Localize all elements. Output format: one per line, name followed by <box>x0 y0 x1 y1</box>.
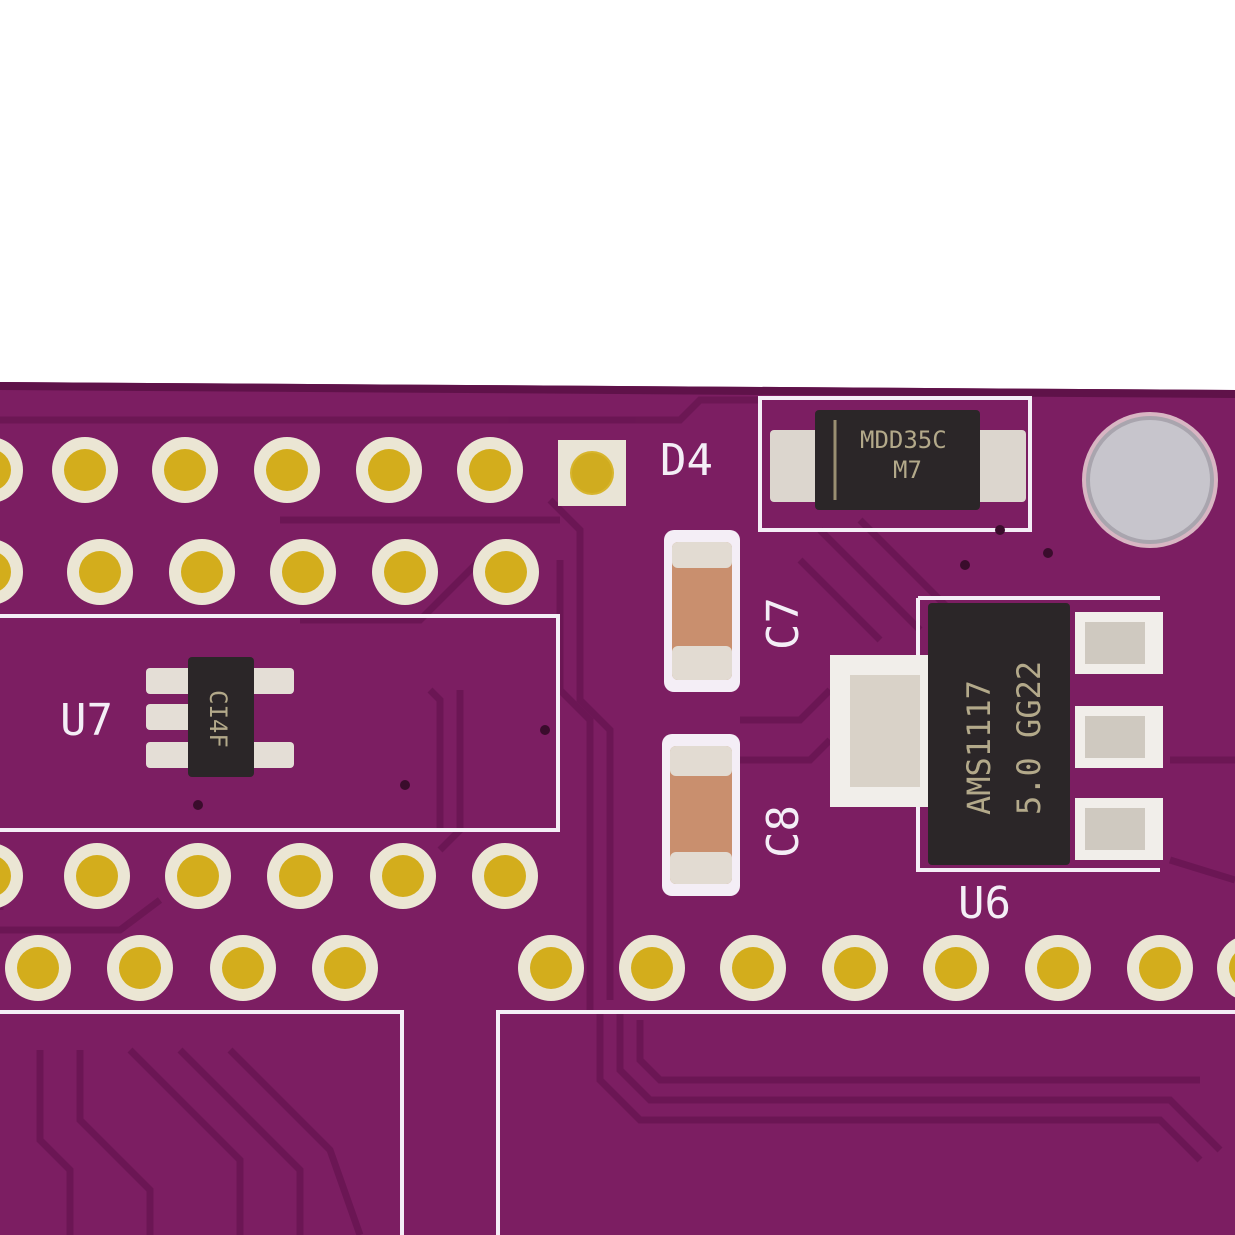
pad-hole <box>1037 947 1079 989</box>
square-pad <box>558 440 626 506</box>
pad-hole <box>485 551 527 593</box>
pad-hole <box>382 855 424 897</box>
d4-marking-line2: M7 <box>893 456 922 484</box>
pad-hole <box>1139 947 1181 989</box>
label-c7: C7 <box>758 597 809 650</box>
pad-hole <box>484 855 526 897</box>
mounting-hole <box>1082 412 1218 548</box>
pad-hole <box>530 947 572 989</box>
pad-hole <box>1229 953 1235 983</box>
copper-traces <box>0 396 1235 1235</box>
pad-hole <box>0 553 11 591</box>
ic-outline-bottom-left <box>0 1010 404 1235</box>
d4-outline <box>758 396 1032 532</box>
pad-hole <box>282 551 324 593</box>
board-edge-shadow <box>0 382 1235 398</box>
pad-hole <box>64 449 106 491</box>
pad-hole <box>76 855 118 897</box>
pad-hole <box>324 947 366 989</box>
capacitor-c8 <box>662 734 740 896</box>
pad-hole <box>0 451 11 489</box>
ic-outline-top <box>0 614 560 832</box>
capacitor-c7 <box>664 530 740 692</box>
pad-hole <box>181 551 223 593</box>
pad-hole <box>384 551 426 593</box>
pad-hole <box>266 449 308 491</box>
label-u7: U7 <box>60 695 113 746</box>
u6-marking-line1: AMS1117 <box>960 680 998 815</box>
u6-marking-line2: 5.0 GG22 <box>1010 661 1048 815</box>
regulator-u6: AMS1117 5.0 GG22 <box>830 603 1163 865</box>
pad-hole <box>935 947 977 989</box>
u7-marking: CI4F <box>204 690 232 748</box>
ic-u7: CI4F <box>146 657 294 777</box>
pad-hole <box>732 947 774 989</box>
ic-outline-bottom-right <box>496 1010 1235 1235</box>
pad-hole <box>164 449 206 491</box>
pad-hole <box>222 947 264 989</box>
pad-hole <box>834 947 876 989</box>
vias <box>193 525 1053 810</box>
header-pads <box>0 437 1235 1001</box>
pad-hole <box>79 551 121 593</box>
pad-hole <box>469 449 511 491</box>
pad-hole <box>368 449 410 491</box>
pad-ring <box>0 844 23 908</box>
label-d4: D4 <box>660 435 713 486</box>
pad-hole <box>279 855 321 897</box>
label-c8: C8 <box>758 805 809 858</box>
pad-ring <box>0 540 23 604</box>
pad-ring <box>1217 938 1235 998</box>
pad-hole <box>631 947 673 989</box>
pad-ring <box>0 438 23 502</box>
label-u6: U6 <box>958 878 1011 929</box>
pad-hole <box>177 855 219 897</box>
silkscreen-outlines <box>0 396 1235 1235</box>
pad-hole <box>0 857 11 895</box>
d4-marking-line1: MDD35C <box>860 426 947 454</box>
diode-d4: MDD35C M7 <box>770 410 1026 510</box>
pad-hole <box>17 947 59 989</box>
pad-hole <box>119 947 161 989</box>
